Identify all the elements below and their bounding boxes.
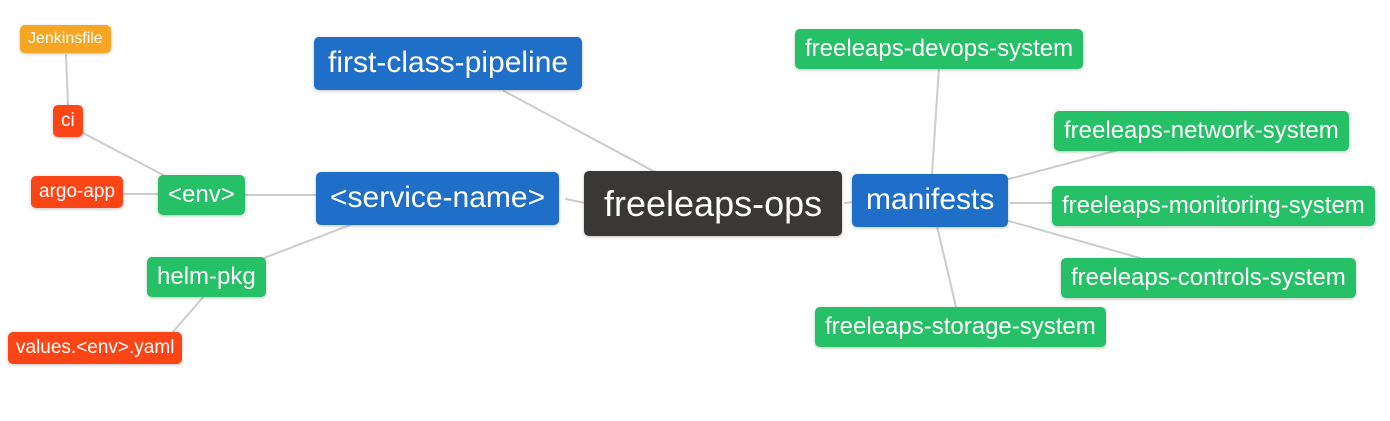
node-jenkinsfile[interactable]: Jenkinsfile: [20, 25, 111, 54]
edge-manifests-storage: [936, 225, 957, 308]
edge-freeleaps-ops-manifests: [844, 201, 854, 204]
edge-values-helm-pkg: [171, 294, 206, 334]
node-freeleaps-network-system[interactable]: freeleaps-network-system: [1054, 111, 1349, 151]
node-argo-app[interactable]: argo-app: [31, 176, 124, 208]
node-service-name[interactable]: <service-name>: [316, 172, 560, 225]
edge-service-name-freeleaps-ops: [565, 198, 586, 204]
edge-ci-env: [82, 132, 168, 178]
edge-manifests-controls: [1008, 220, 1141, 259]
node-freeleaps-devops-system[interactable]: freeleaps-devops-system: [795, 29, 1084, 69]
node-freeleaps-controls-system[interactable]: freeleaps-controls-system: [1061, 258, 1356, 298]
node-freeleaps-monitoring-system[interactable]: freeleaps-monitoring-system: [1052, 186, 1375, 226]
node-manifests[interactable]: manifests: [852, 174, 1009, 227]
edge-pipeline-freeleaps-ops: [503, 90, 656, 173]
node-ci[interactable]: ci: [53, 105, 83, 137]
node-first-class-pipeline[interactable]: first-class-pipeline: [314, 37, 583, 90]
node-values-env-yaml[interactable]: values.<env>.yaml: [8, 332, 183, 364]
edge-manifests-network: [1008, 148, 1123, 180]
node-freeleaps-ops[interactable]: freeleaps-ops: [584, 171, 843, 237]
node-helm-pkg[interactable]: helm-pkg: [147, 257, 266, 297]
edge-manifests-devops: [931, 66, 940, 175]
edge-helm-pkg-service-name: [263, 221, 359, 259]
node-freeleaps-storage-system[interactable]: freeleaps-storage-system: [815, 307, 1106, 347]
node-env[interactable]: <env>: [158, 175, 245, 215]
edge-jenkinsfile-ci: [65, 54, 69, 106]
